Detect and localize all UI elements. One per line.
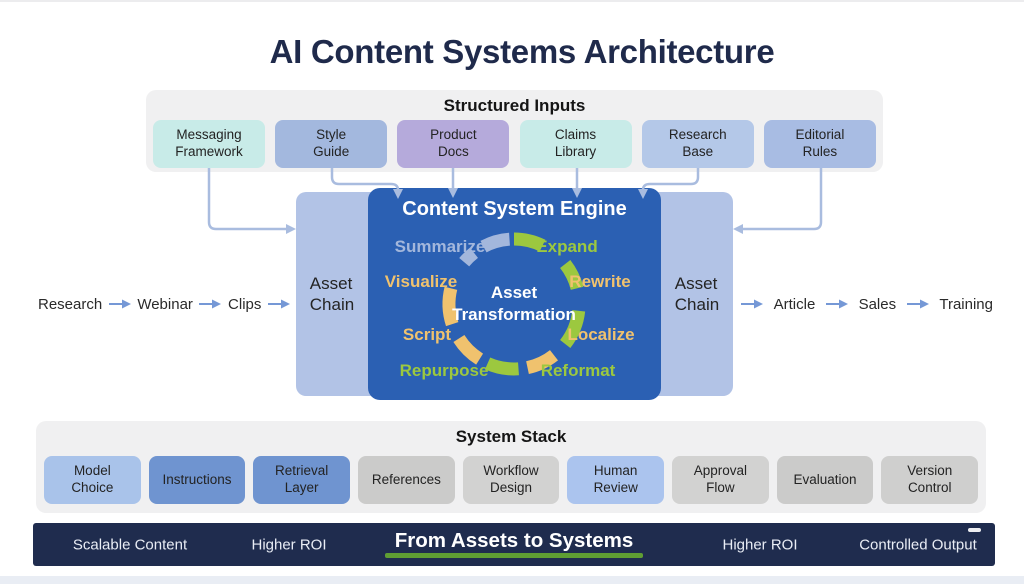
input-box-research-base: Research Base <box>641 120 754 168</box>
cursor-artifact <box>968 528 981 532</box>
stack-box-instructions: Instructions <box>148 456 246 504</box>
chain-item-article: Article <box>773 295 816 313</box>
input-asset-chain-flow: Research Webinar Clips <box>38 291 290 317</box>
footer-item-higher-roi-left: Higher ROI <box>251 536 327 553</box>
chain-item-research: Research <box>38 295 103 313</box>
system-stack-panel: System Stack Model Choice Instructions R… <box>36 421 986 513</box>
stack-box-references: References <box>358 456 455 504</box>
engine-title: Content System Engine <box>402 198 627 220</box>
content-system-engine: Content System Engine Summarize Expand R… <box>368 188 661 400</box>
input-box-style-guide: Style Guide <box>275 120 388 168</box>
cycle-step-repurpose: Repurpose <box>399 361 489 380</box>
stack-box-human-review: Human Review <box>567 456 665 504</box>
cycle-step-summarize: Summarize <box>394 237 486 256</box>
input-box-product-docs: Product Docs <box>397 120 510 168</box>
chain-item-webinar: Webinar <box>137 295 193 313</box>
cycle-step-visualize: Visualize <box>384 272 458 291</box>
flow-arrow-icon <box>825 299 848 309</box>
structured-inputs-title: Structured Inputs <box>443 96 586 115</box>
cycle-step-localize: Localize <box>567 325 635 344</box>
page-title: AI Content Systems Architecture <box>269 33 775 70</box>
bottom-strip <box>0 576 1024 584</box>
system-stack-row: Model Choice Instructions Retrieval Laye… <box>44 456 979 504</box>
stack-box-workflow-design: Workflow Design <box>462 456 560 504</box>
structured-inputs-panel: Structured Inputs Messaging Framework St… <box>146 90 883 172</box>
flow-arrow-icon <box>199 299 222 309</box>
system-stack-title: System Stack <box>455 427 567 446</box>
chain-item-sales: Sales <box>858 295 897 313</box>
footer-headline: From Assets to Systems <box>394 529 634 552</box>
flow-arrow-icon <box>741 299 763 309</box>
input-box-editorial-rules: Editorial Rules <box>763 120 876 168</box>
input-box-messaging-framework: Messaging Framework <box>153 120 265 168</box>
footer-headline-underline <box>385 553 643 558</box>
chain-item-clips: Clips <box>228 295 262 313</box>
flow-arrow-icon <box>906 299 929 309</box>
stack-box-retrieval-layer: Retrieval Layer <box>253 456 351 504</box>
stack-box-version-control: Version Control <box>881 456 979 504</box>
cycle-step-expand: Expand <box>536 237 598 256</box>
footer-banner: Scalable Content Higher ROI From Assets … <box>33 523 995 566</box>
stack-box-model-choice: Model Choice <box>44 456 141 504</box>
flow-arrow-icon <box>108 299 131 309</box>
cycle-center-label: Asset Transformation <box>452 282 576 324</box>
top-hairline <box>0 0 1024 2</box>
chain-item-training: Training <box>939 295 993 313</box>
cycle-step-rewrite: Rewrite <box>569 272 631 291</box>
asset-chain-left-label: Asset Chain <box>309 273 355 314</box>
stack-box-evaluation: Evaluation <box>776 456 874 504</box>
cycle-step-reformat: Reformat <box>540 361 616 380</box>
footer-item-scalable-content: Scalable Content <box>72 536 188 553</box>
flow-arrow-icon <box>267 299 290 309</box>
input-box-claims-library: Claims Library <box>519 120 632 168</box>
asset-chain-right-label: Asset Chain <box>674 273 720 314</box>
stack-box-approval-flow: Approval Flow <box>672 456 769 504</box>
footer-item-higher-roi-right: Higher ROI <box>722 536 798 553</box>
output-asset-chain-flow: Article Sales Training <box>741 291 993 317</box>
cycle-step-script: Script <box>402 325 452 344</box>
footer-item-controlled-output: Controlled Output <box>859 536 977 553</box>
transformation-cycle-ring <box>442 232 586 376</box>
structured-inputs-row: Messaging Framework Style Guide Product … <box>153 120 876 168</box>
